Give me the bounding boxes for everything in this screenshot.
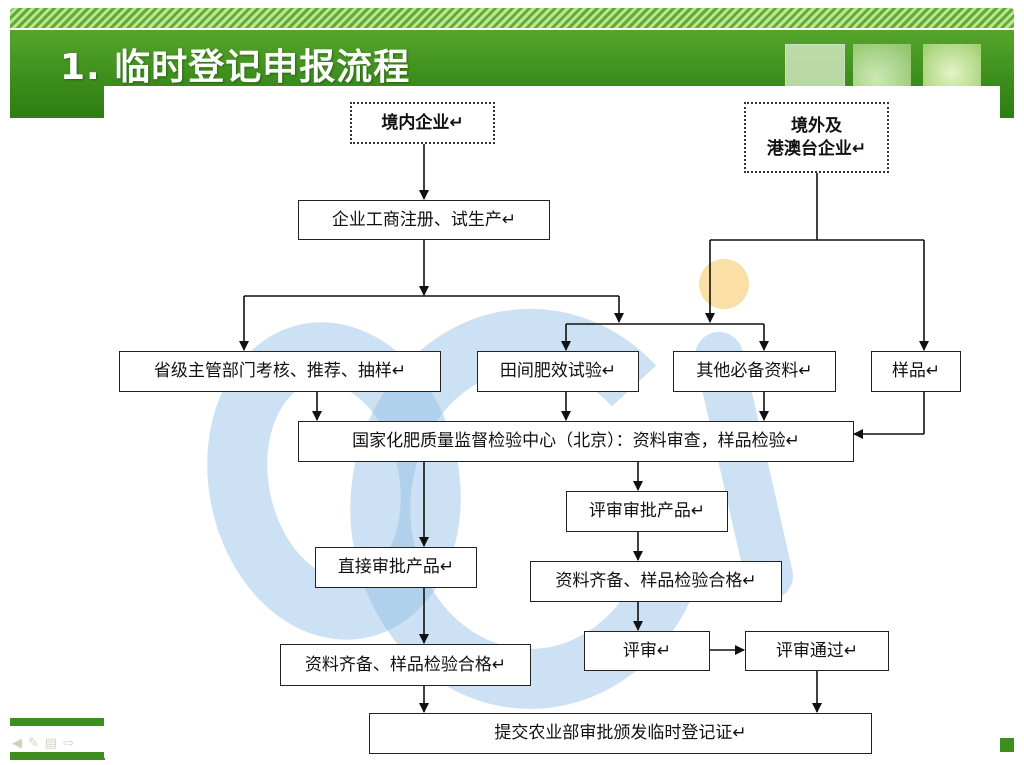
review-label: 评审↵: [622, 640, 672, 661]
forward-icon[interactable]: ⇨: [63, 736, 81, 751]
bottom-band: [10, 718, 105, 726]
bottom-corner-decor: [998, 738, 1014, 752]
slide-nav[interactable]: ◀✎▤⇨: [12, 736, 80, 751]
field-trial-label: 田间肥效试验↵: [499, 361, 617, 382]
other-docs-label: 其他必备资料↵: [696, 361, 813, 382]
final-approval-node: 提交农业部审批颁发临时登记证↵: [369, 713, 872, 754]
foreign-enterprise-node: 境外及 港澳台企业↵: [744, 102, 889, 173]
bottom-band: [10, 752, 105, 760]
inspection-center-label: 国家化肥质量监督检验中心（北京）：资料审查，样品检验↵: [352, 431, 800, 452]
slide-title: 1. 临时登记申报流程: [60, 47, 411, 88]
header-stripe: [10, 8, 1014, 28]
domestic-enterprise-node: 境内企业↵: [350, 102, 495, 144]
menu-icon[interactable]: ▤: [44, 736, 64, 751]
final-approval-label: 提交农业部审批颁发临时登记证↵: [494, 723, 747, 744]
docs-ready-left-node: 资料齐备、样品检验合格↵: [280, 644, 531, 686]
docs-ready-left-label: 资料齐备、样品检验合格↵: [304, 654, 507, 675]
other-docs-node: 其他必备资料↵: [673, 351, 836, 392]
sample-node: 样品↵: [871, 351, 961, 392]
registration-label: 企业工商注册、试生产↵: [331, 209, 517, 230]
review-node: 评审↵: [584, 631, 710, 671]
direct-product-label: 直接审批产品↵: [337, 557, 455, 578]
back-icon[interactable]: ◀: [12, 736, 28, 751]
provincial-review-node: 省级主管部门考核、推荐、抽样↵: [119, 351, 441, 392]
review-product-node: 评审审批产品↵: [566, 491, 728, 532]
direct-product-node: 直接审批产品↵: [315, 547, 477, 588]
docs-ready-right-label: 资料齐备、样品检验合格↵: [555, 571, 757, 592]
field-trial-node: 田间肥效试验↵: [477, 351, 639, 392]
inspection-center-node: 国家化肥质量监督检验中心（北京）：资料审查，样品检验↵: [298, 421, 854, 462]
review-product-label: 评审审批产品↵: [588, 501, 706, 522]
domestic-enterprise-label: 境内企业↵: [381, 112, 464, 133]
sample-label: 样品↵: [891, 361, 941, 382]
flowchart-canvas: 境内企业↵ 境外及 港澳台企业↵ 企业工商注册、试生产↵ 省级主管部门考核、推荐…: [104, 86, 1000, 758]
watermark-dot: [699, 259, 749, 309]
review-pass-label: 评审通过↵: [775, 640, 859, 661]
flow-arrows: [239, 144, 929, 713]
registration-node: 企业工商注册、试生产↵: [298, 200, 550, 240]
provincial-review-label: 省级主管部门考核、推荐、抽样↵: [153, 361, 407, 382]
review-pass-node: 评审通过↵: [745, 631, 889, 671]
foreign-enterprise-label: 境外及 港澳台企业↵: [766, 116, 867, 159]
edit-icon[interactable]: ✎: [28, 736, 45, 751]
docs-ready-right-node: 资料齐备、样品检验合格↵: [530, 561, 782, 602]
watermark-i: [695, 332, 793, 600]
watermark-c: [350, 308, 692, 709]
